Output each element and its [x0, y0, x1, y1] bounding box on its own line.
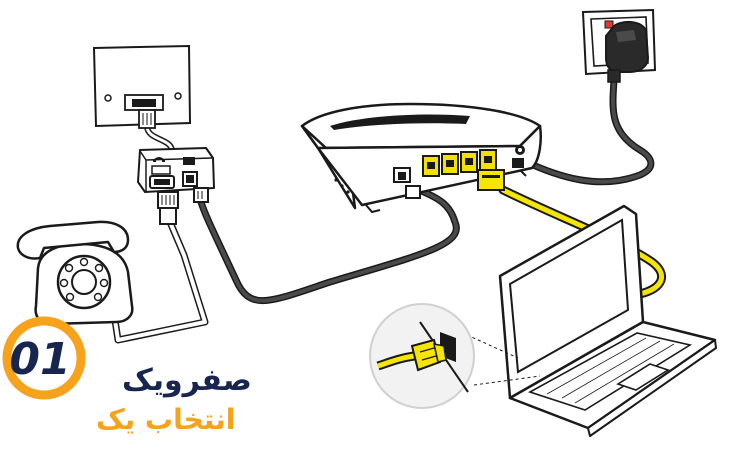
laptop-icon: [498, 204, 717, 437]
adsl-splitter-icon: [137, 147, 215, 225]
logo-numerals: 01: [9, 334, 70, 385]
adsl-modem-router-icon: [300, 102, 542, 214]
phone-to-splitter-cable: [144, 123, 175, 153]
ethernet-plug-detail-icon: [369, 303, 541, 409]
brand-tagline: انتخاب یک: [96, 403, 236, 436]
telephone-cable: [108, 220, 209, 344]
power-adapter-icon: [605, 20, 650, 83]
brand-logo: 01: [2, 316, 86, 400]
rotary-telephone-icon: [16, 220, 134, 326]
dsl-cable: [197, 184, 460, 305]
brand-name: صفرویک: [122, 363, 252, 398]
wall-phone-socket-icon: [92, 44, 192, 129]
power-cable: [518, 76, 655, 186]
